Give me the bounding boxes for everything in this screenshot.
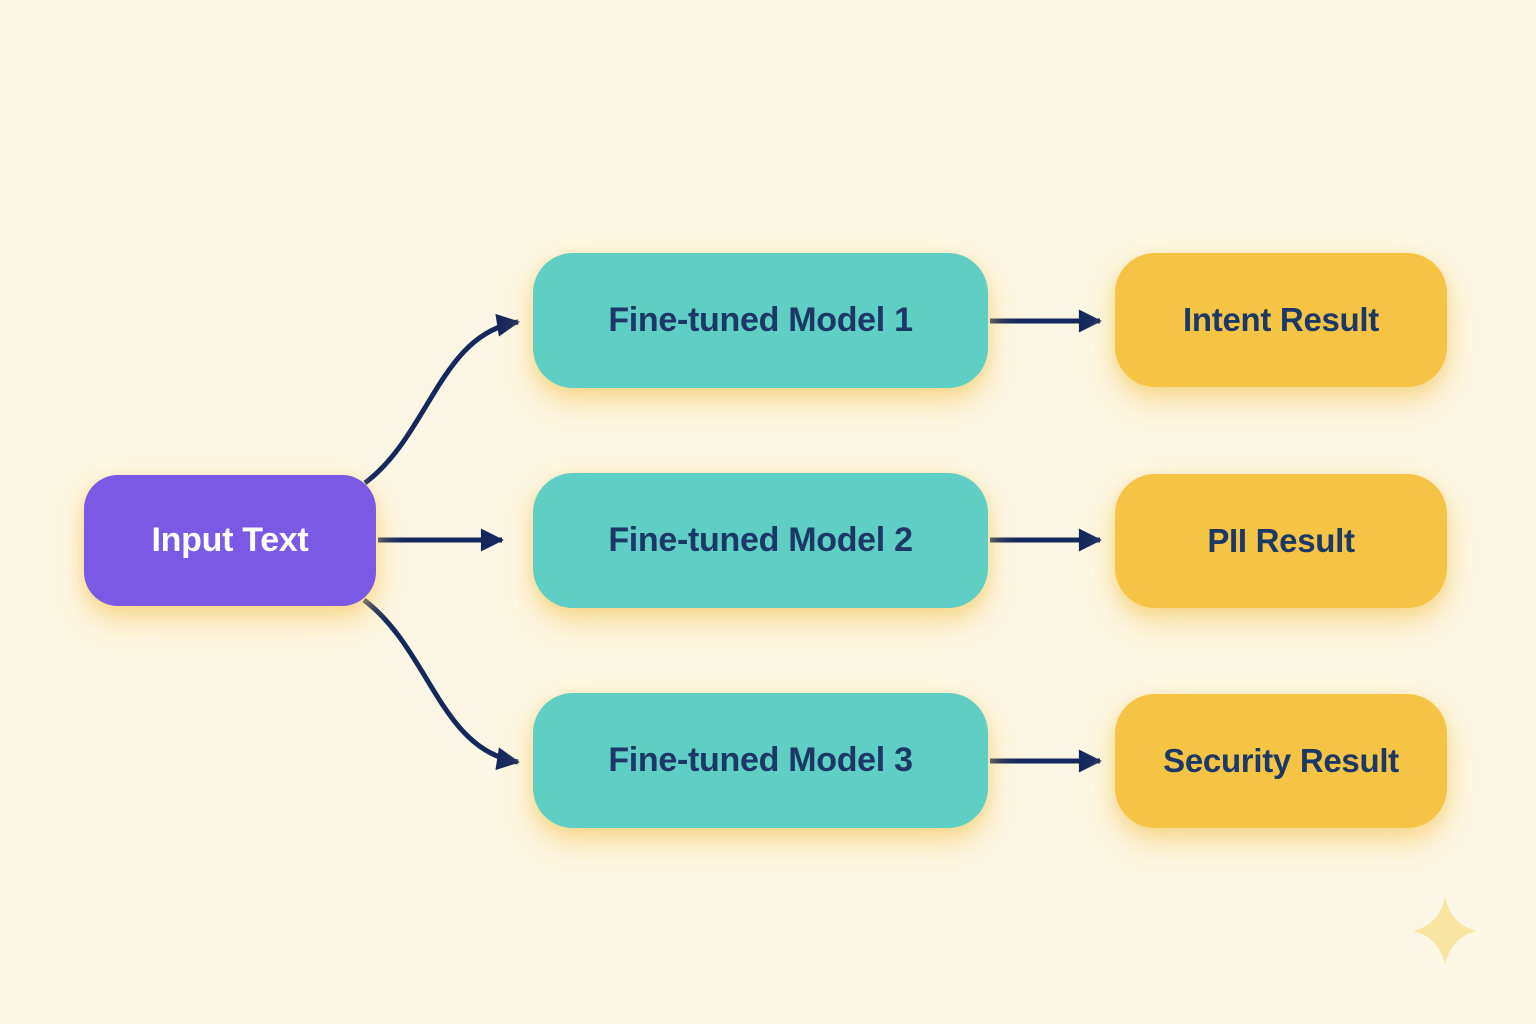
fine-tuned-model-1-node: Fine-tuned Model 1: [533, 253, 988, 388]
fine-tuned-model-3-label: Fine-tuned Model 3: [608, 741, 913, 779]
input-text-label: Input Text: [151, 521, 309, 559]
fine-tuned-model-1-label: Fine-tuned Model 1: [608, 301, 913, 339]
fine-tuned-model-2-node: Fine-tuned Model 2: [533, 473, 988, 608]
security-result-node: Security Result: [1115, 694, 1447, 828]
pii-result-label: PII Result: [1207, 522, 1355, 559]
pii-result-node: PII Result: [1115, 474, 1447, 608]
sparkle-icon: [1413, 897, 1477, 965]
security-result-label: Security Result: [1163, 742, 1399, 779]
arrow-input-to-model-3: [362, 598, 520, 771]
input-text-node: Input Text: [84, 475, 376, 606]
fine-tuned-model-3-node: Fine-tuned Model 3: [533, 693, 988, 828]
intent-result-node: Intent Result: [1115, 253, 1447, 387]
fine-tuned-model-2-label: Fine-tuned Model 2: [608, 521, 913, 559]
intent-result-label: Intent Result: [1183, 301, 1379, 338]
arrow-input-to-model-1: [363, 313, 520, 485]
